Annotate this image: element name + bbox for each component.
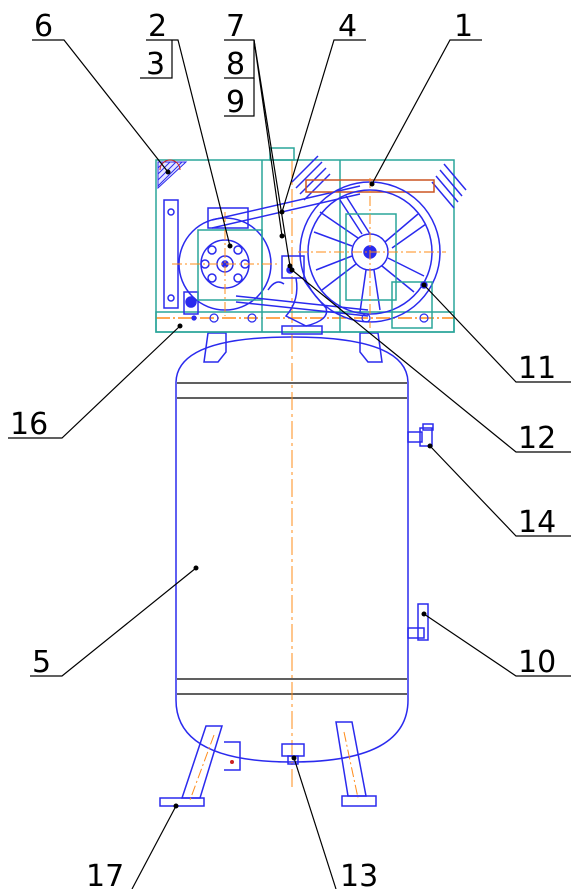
- callout-8: 8: [226, 47, 245, 82]
- callout-5: 5: [32, 645, 51, 680]
- callout-7: 7: [226, 9, 245, 44]
- flywheel-centerlines: [298, 178, 446, 328]
- pressure-fitting: [407, 423, 434, 447]
- callout-16: 16: [10, 407, 48, 442]
- drain-valve: [281, 743, 305, 765]
- leader-lines: [8, 39, 571, 889]
- drive-belt: [211, 185, 369, 317]
- tank-legs: [159, 721, 377, 807]
- callout-2: 2: [148, 9, 167, 44]
- base-bolts: [191, 313, 429, 323]
- electric-motor: [178, 207, 272, 311]
- support-brackets: [203, 332, 383, 363]
- callout-1: 1: [454, 9, 473, 44]
- motor-centerlines: [172, 212, 278, 316]
- base-plate: [155, 147, 455, 335]
- callout-13: 13: [340, 859, 378, 889]
- callout-10: 10: [518, 645, 556, 680]
- leader-dots: [165, 169, 433, 809]
- callout-3: 3: [146, 47, 165, 82]
- callout-9: 9: [226, 85, 245, 120]
- callout-labels: 6 2 3 7 8 9 4 1 11 12 14 10 16 5 17 13: [10, 9, 556, 889]
- pressure-switch-column: [163, 199, 199, 315]
- callout-14: 14: [518, 505, 556, 540]
- callout-12: 12: [518, 421, 556, 456]
- safety-valve-fitting: [407, 603, 429, 641]
- callout-6: 6: [34, 9, 53, 44]
- callout-17: 17: [86, 859, 124, 889]
- callout-4: 4: [338, 9, 357, 44]
- callout-11: 11: [518, 351, 556, 386]
